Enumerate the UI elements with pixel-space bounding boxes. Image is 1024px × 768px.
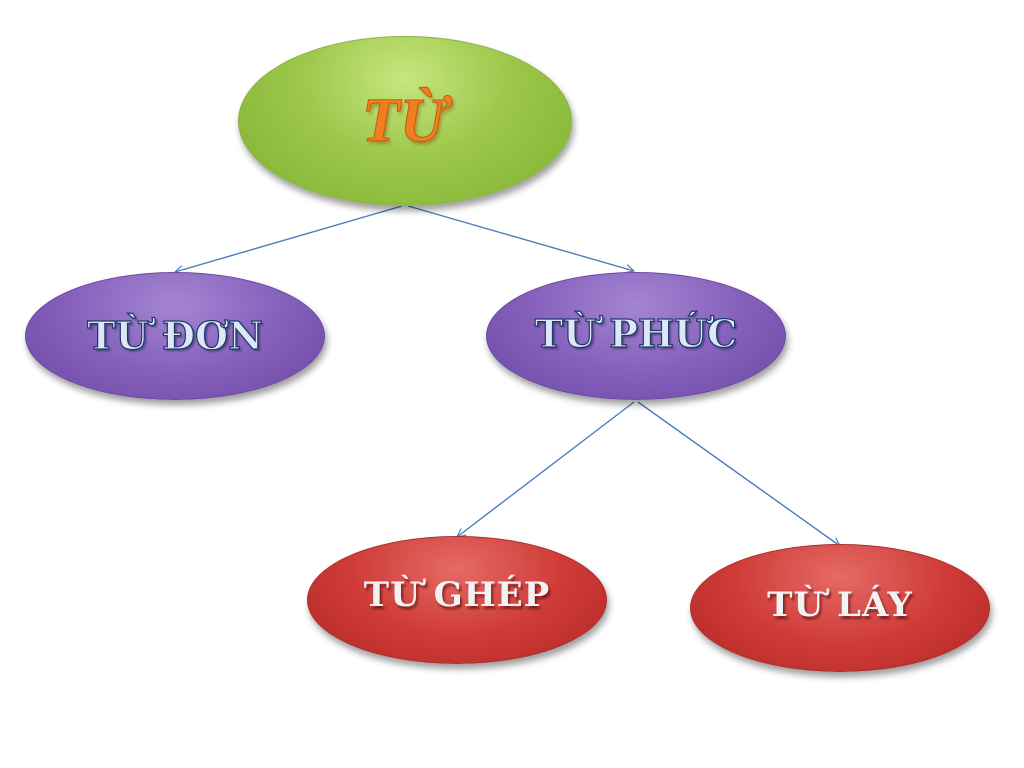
node-tu-lay: TỪ LÁY — [690, 544, 990, 672]
node-tu-don-label: TỪ ĐƠN — [87, 313, 264, 358]
node-tu-phuc: TỪ PHỨC — [486, 272, 786, 400]
node-tu-lay-label: TỪ LÁY — [767, 585, 913, 625]
connector-tu-phuc-to-tu-lay — [637, 401, 840, 546]
node-tu-don: TỪ ĐƠN — [25, 272, 325, 400]
connector-root-to-tu-don — [175, 205, 403, 272]
connector-root-to-tu-phuc — [407, 205, 634, 271]
node-tu-phuc-label: TỪ PHỨC — [534, 311, 738, 356]
node-tu-ghep-label: TỪ GHÉP — [363, 575, 551, 615]
node-root: TỪ — [238, 36, 572, 206]
node-root-label: TỪ — [362, 87, 449, 155]
connector-tu-phuc-to-tu-ghep — [457, 401, 635, 537]
node-tu-ghep: TỪ GHÉP — [307, 536, 607, 664]
